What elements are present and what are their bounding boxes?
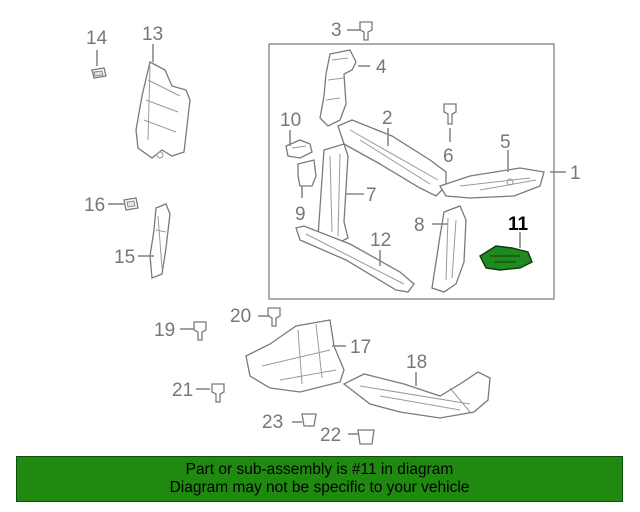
callout-7: 7 xyxy=(366,185,377,206)
callout-12: 12 xyxy=(370,230,391,251)
callout-16: 16 xyxy=(84,195,105,216)
part-19-bolt[interactable] xyxy=(193,321,207,341)
part-20-bolt[interactable] xyxy=(267,307,281,327)
callout-17: 17 xyxy=(350,337,371,358)
callout-1: 1 xyxy=(570,163,581,184)
part-13-shroud[interactable] xyxy=(135,61,191,159)
part-6-bolt[interactable] xyxy=(443,103,457,125)
callout-20: 20 xyxy=(230,306,251,327)
part-9-bracket[interactable] xyxy=(297,159,317,187)
leader-lines xyxy=(96,29,566,435)
part-21-bolt[interactable] xyxy=(211,383,225,403)
part-11-highlighted[interactable] xyxy=(479,245,533,271)
part-23-clip[interactable] xyxy=(301,413,317,427)
parts-diagram: 14 13 3 4 2 10 6 5 1 7 9 8 11 12 16 15 2… xyxy=(84,20,581,446)
callout-9: 9 xyxy=(295,204,306,225)
callout-19: 19 xyxy=(154,320,175,341)
callout-5: 5 xyxy=(500,132,511,153)
callout-8: 8 xyxy=(414,215,425,236)
part-12-lower-tie-bar[interactable] xyxy=(295,225,415,293)
callout-13: 13 xyxy=(142,24,163,45)
callout-18: 18 xyxy=(406,352,427,373)
part-14-bolt[interactable] xyxy=(91,67,107,79)
part-15-bracket[interactable] xyxy=(149,203,171,279)
banner-line-1: Part or sub-assembly is #11 in diagram xyxy=(185,461,454,478)
callout-21: 21 xyxy=(172,380,193,401)
callout-4: 4 xyxy=(376,57,387,78)
callout-2: 2 xyxy=(382,108,393,129)
callout-10: 10 xyxy=(280,110,301,131)
part-4-bracket[interactable] xyxy=(319,49,357,127)
info-banner: Part or sub-assembly is #11 in diagram D… xyxy=(16,456,623,502)
part-10-clip[interactable] xyxy=(285,139,313,159)
part-8-side-bracket[interactable] xyxy=(431,205,467,293)
part-22-clip[interactable] xyxy=(357,429,375,445)
callout-3: 3 xyxy=(331,20,342,41)
part-16-bolt[interactable] xyxy=(123,197,139,211)
callout-23: 23 xyxy=(262,412,283,433)
banner-line-2: Diagram may not be specific to your vehi… xyxy=(169,479,470,496)
callout-11: 11 xyxy=(508,214,529,235)
part-2-upper-tie-bar[interactable] xyxy=(337,119,447,197)
part-7-side-member[interactable] xyxy=(317,143,349,245)
callout-6: 6 xyxy=(443,146,454,167)
part-18-under-cover[interactable] xyxy=(342,371,491,419)
callout-14: 14 xyxy=(86,28,108,49)
part-17-under-cover[interactable] xyxy=(245,319,345,393)
callout-22: 22 xyxy=(320,425,341,446)
part-5-support-bracket[interactable] xyxy=(439,167,545,199)
callout-15: 15 xyxy=(114,247,135,268)
part-3-bolt[interactable] xyxy=(359,21,373,41)
